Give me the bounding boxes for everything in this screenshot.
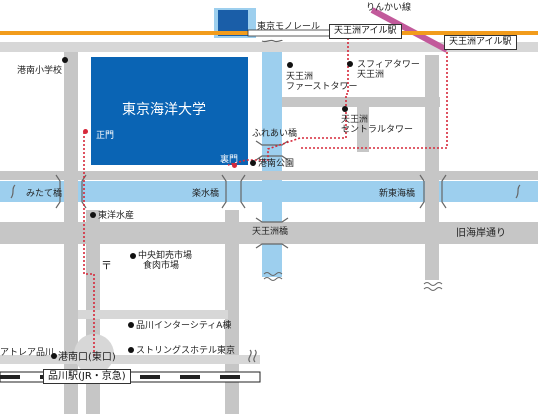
- main-gate-marker: [83, 129, 88, 134]
- tennozu-bridge-label[interactable]: 天王洲橋: [252, 227, 289, 237]
- wave-canal-1: [263, 272, 283, 276]
- rinkai-line: [370, 7, 449, 53]
- break-mark-track-a: [248, 349, 252, 363]
- road-old-coast: [0, 222, 538, 244]
- bridge-tennozu-top: [255, 217, 289, 223]
- intercity-dot: [128, 322, 134, 328]
- route-konan-to-gate: [83, 130, 95, 356]
- konan-school-dot: [62, 57, 68, 63]
- konan-exit-label[interactable]: 港南口(東口): [58, 352, 116, 363]
- shinagawa-station-label[interactable]: 品川駅(JR・京急): [43, 369, 131, 384]
- konan-school-label[interactable]: 港南小学校: [17, 66, 63, 76]
- wave-east-1: [423, 282, 443, 286]
- main-gate-label[interactable]: 正門: [96, 131, 115, 141]
- market-line2[interactable]: 食肉市場: [143, 261, 180, 271]
- road-east-vertical: [425, 55, 439, 280]
- break-mark-east: [515, 184, 521, 199]
- atrea-label[interactable]: アトレア品川: [0, 348, 55, 358]
- wave-east-2: [423, 287, 443, 291]
- break-mark-track-b: [253, 349, 257, 363]
- toyo-suisan-label[interactable]: 東洋水産: [98, 211, 135, 221]
- canal-vertical: [262, 45, 282, 277]
- central-tower-dot: [342, 106, 348, 112]
- konan-exit-dot: [51, 353, 57, 359]
- monorail-station-label[interactable]: 天王洲アイル駅: [329, 24, 402, 39]
- route-station-to-back-gate: [227, 38, 349, 166]
- road-bottom-horizontal: [0, 355, 260, 364]
- toyo-suisan-dot: [90, 212, 96, 218]
- konan-park-dot: [250, 160, 256, 166]
- route-rinkai-to-back-gate: [300, 48, 448, 149]
- break-mark-canal-north: [261, 39, 283, 43]
- bridge-fureai-top: [255, 140, 289, 146]
- strings-hotel-dot: [128, 347, 134, 353]
- campus-block: [91, 57, 248, 165]
- bridge-shintoukai-right: [441, 174, 447, 209]
- walking-routes: [83, 38, 448, 356]
- tennozu-first-dot: [287, 62, 293, 68]
- wave-canal-2: [263, 277, 283, 281]
- tennozu-first-line1[interactable]: 天王洲: [286, 72, 314, 82]
- sphere-tower-line1[interactable]: スフィアタワー: [357, 60, 420, 70]
- central-tower-line1[interactable]: 天王洲: [341, 115, 369, 125]
- road-lower-horizontal: [78, 310, 228, 319]
- railway-dash: [180, 375, 200, 379]
- rakusui-bridge-label[interactable]: 楽水橋: [192, 189, 220, 199]
- bridge-rakusui-left: [221, 174, 227, 209]
- rinkai-station-label[interactable]: 天王洲アイル駅: [444, 35, 517, 50]
- market-line1[interactable]: 中央卸売市場: [138, 251, 193, 261]
- road-mid-horizontal: [0, 171, 538, 180]
- rinkai-line-label: りんかい線: [366, 3, 412, 13]
- mitate-bridge-label[interactable]: みたて橋: [26, 189, 63, 199]
- bridge-tennozu-bottom: [255, 243, 289, 249]
- fureai-bridge-label[interactable]: ふれあい橋: [252, 129, 298, 139]
- campus-name[interactable]: 東京海洋大学: [122, 102, 206, 118]
- konan-park-label[interactable]: 港南公園: [258, 159, 295, 169]
- tennozu-first-line2[interactable]: ファーストタワー: [286, 82, 358, 92]
- central-tower-line2[interactable]: セントラルタワー: [341, 125, 414, 135]
- monorail-line-label: 東京モノレール: [257, 22, 321, 32]
- intercity-label[interactable]: 品川インターシティA棟: [136, 321, 232, 331]
- old-coast-road-label[interactable]: 旧海岸通り: [456, 228, 506, 239]
- post-office-icon: 〒: [101, 259, 112, 272]
- shintoukai-bridge-label[interactable]: 新東海橋: [379, 189, 416, 199]
- road-tower-horizontal: [282, 97, 440, 107]
- back-gate-label[interactable]: 裏門: [220, 155, 239, 165]
- sphere-tower-dot: [347, 61, 353, 67]
- railway-dash: [140, 375, 160, 379]
- bridge-shintoukai-left: [419, 174, 425, 209]
- break-mark-west: [10, 184, 16, 199]
- railway-dash: [220, 375, 240, 379]
- back-gate-marker: [232, 163, 237, 168]
- bridge-fureai-bottom: [255, 155, 289, 161]
- strings-hotel-label[interactable]: ストリングスホテル東京: [136, 346, 236, 356]
- bridge-rakusui-right: [240, 174, 246, 209]
- road-monorail-strip: [0, 42, 538, 52]
- market-dot: [130, 253, 136, 259]
- road-central-tower: [357, 104, 369, 152]
- wave-symbols: [263, 272, 443, 291]
- railway-dash: [0, 375, 20, 379]
- sphere-tower-line2[interactable]: 天王洲: [357, 70, 385, 80]
- bridge-mitate-left: [55, 174, 61, 209]
